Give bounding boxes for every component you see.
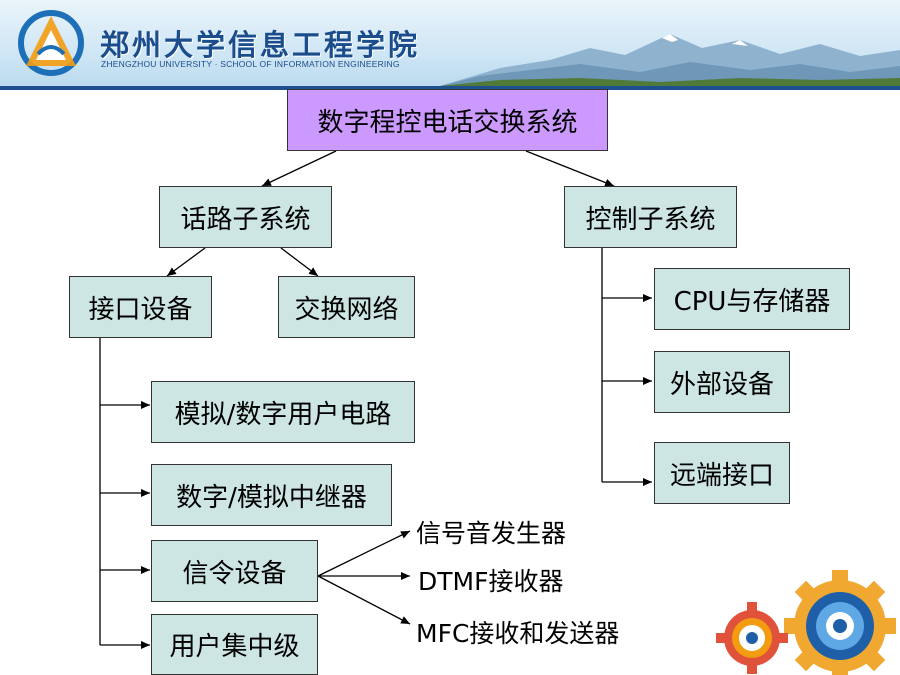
node-voice-subsystem: 话路子系统 xyxy=(159,186,332,248)
node-analog-digital-line-circuit: 模拟/数字用户电路 xyxy=(151,381,415,443)
edge-to-tone-generator xyxy=(317,530,411,577)
node-digital-analog-trunk: 数字/模拟中继器 xyxy=(151,464,392,526)
edge-root-voice xyxy=(261,150,337,187)
node-cpu-storage: CPU与存储器 xyxy=(654,268,850,330)
school-name: 郑州大学信息工程学院 xyxy=(100,28,421,62)
node-signaling-equipment: 信令设备 xyxy=(151,540,318,602)
edge-to-mfc xyxy=(317,575,411,625)
edge-voice-switching xyxy=(280,247,319,277)
node-switching-network: 交换网络 xyxy=(278,276,415,338)
node-control-subsystem: 控制子系统 xyxy=(564,186,737,248)
school-name-english: ZHENGZHOU UNIVERSITY · SCHOOL OF INFORMA… xyxy=(101,59,400,69)
leaf-dtmf-receiver: DTMF接收器 xyxy=(418,567,564,596)
header-banner: 郑州大学信息工程学院 ZHENGZHOU UNIVERSITY · SCHOOL… xyxy=(0,0,900,90)
gears-decoration-icon xyxy=(716,570,896,675)
node-remote-interface: 远端接口 xyxy=(654,442,790,504)
edge-root-control xyxy=(525,150,615,187)
node-user-concentrator: 用户集中级 xyxy=(151,614,318,675)
university-logo-icon xyxy=(18,10,84,76)
header-divider xyxy=(0,86,900,90)
node-root-system: 数字程控电话交换系统 xyxy=(287,89,608,151)
leaf-mfc-transceiver: MFC接收和发送器 xyxy=(416,619,620,648)
mountain-landscape xyxy=(440,34,900,86)
node-peripherals: 外部设备 xyxy=(654,351,790,413)
node-interface-equipment: 接口设备 xyxy=(69,276,212,338)
edge-voice-interface xyxy=(166,247,206,277)
leaf-tone-generator: 信号音发生器 xyxy=(416,519,567,548)
